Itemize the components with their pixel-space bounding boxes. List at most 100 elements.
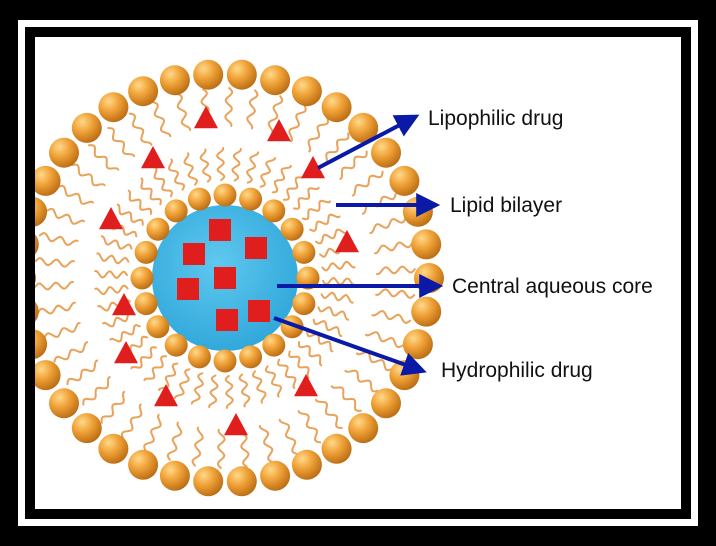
lipid-tail [297, 410, 322, 444]
hydrophilic-drugs [177, 219, 270, 331]
outer-lipid-head [414, 263, 444, 293]
inner-lipid-head [130, 266, 154, 290]
lipid-tail [130, 346, 157, 370]
outer-lipid-head [159, 460, 190, 491]
lipid-tail [315, 228, 348, 245]
lipid-tail [35, 281, 74, 291]
inner-lipid-head [262, 199, 286, 223]
outer-lipid-head [35, 197, 48, 227]
lipid-tail [143, 413, 162, 452]
lipophilic-drug-triangle [194, 106, 218, 129]
outer-lipid-head [226, 59, 257, 90]
outer-lipid-head [35, 360, 61, 391]
inner-lipid-head [146, 217, 170, 241]
inner-lipid-head [187, 187, 211, 211]
outer-lipid-head [226, 466, 257, 497]
outer-lipid-head [35, 272, 36, 284]
outer-lipid-head [35, 165, 61, 196]
lipid-tail [375, 288, 416, 299]
hydrophilic-drug-square [209, 219, 231, 241]
lipid-tail [35, 257, 75, 268]
lipid-tail [176, 93, 192, 131]
hydrophilic-drug-square [248, 300, 270, 322]
lipid-tail [152, 101, 172, 138]
lipid-tail [167, 158, 186, 191]
lipid-tail [94, 284, 129, 296]
lipid-tail [224, 87, 234, 128]
lipid-tail [231, 147, 242, 182]
lipid-tail [120, 403, 143, 440]
lipid-tail [356, 351, 393, 372]
lipid-tail [190, 372, 204, 405]
lipid-tail [293, 186, 320, 210]
lipid-tail [71, 163, 106, 187]
outer-lipid-head [260, 65, 291, 96]
inner-lipid-head [146, 315, 170, 339]
outer-lipid-head [389, 165, 420, 196]
lipid-tail [38, 232, 79, 246]
inner-lipid-head [296, 266, 320, 290]
lipid-tail [259, 157, 276, 188]
lipid-tail [46, 207, 85, 225]
outer-lipid-heads [35, 59, 444, 497]
outer-lipid-head [411, 296, 442, 327]
lipid-tail [246, 151, 260, 184]
lipophilic-drug-triangle [112, 293, 136, 316]
lipid-tail [369, 217, 407, 235]
lipophilic-drug-triangle [99, 207, 123, 230]
label-lipid-bilayer: Lipid bilayer [450, 194, 562, 217]
label-hydrophilic-drug: Hydrophilic drug [441, 359, 593, 382]
outer-lipid-head [321, 433, 352, 464]
lipid-tail [37, 301, 76, 315]
outer-lipid-head [128, 76, 159, 107]
outer-lipid-head [98, 92, 129, 123]
inner-lipid-head [134, 240, 158, 264]
lipid-tail [344, 369, 379, 393]
outer-lipid-head [193, 466, 224, 497]
lipid-tail [116, 203, 144, 226]
inner-lipid-head [239, 345, 263, 369]
inner-lipid-head [164, 333, 188, 357]
lipid-tail [330, 385, 362, 412]
outer-lipid-head [260, 460, 291, 491]
hydrophilic-drug-square [216, 309, 238, 331]
inner-lipid-head [213, 183, 237, 207]
outer-lipid-head [35, 329, 48, 359]
lipid-tail [100, 235, 133, 250]
outer-lipid-head [348, 112, 379, 143]
outer-lipid-head [128, 449, 159, 480]
lipid-tail [88, 144, 120, 171]
hydrophilic-drug-square [183, 243, 205, 265]
inner-lipid-head [134, 292, 158, 316]
lipid-tail [309, 213, 341, 232]
lipid-tail [301, 199, 332, 221]
label-lipophilic-drug: Lipophilic drug [428, 107, 563, 130]
lipid-tail [66, 359, 99, 386]
lipid-tail [271, 164, 292, 194]
inner-lipid-head [164, 199, 188, 223]
lipid-tail [339, 150, 368, 180]
inner-lipid-heads [130, 183, 320, 373]
lipid-tail [371, 310, 412, 324]
inner-lipid-head [292, 240, 316, 264]
lipid-tail [251, 370, 267, 404]
lipid-tail [127, 189, 153, 215]
inner-lipid-head [239, 187, 263, 211]
lipid-tail [307, 116, 330, 153]
outer-lipid-head [291, 76, 322, 107]
inner-lipid-head [262, 333, 286, 357]
lipid-tail [94, 270, 128, 279]
lipid-tail [224, 374, 234, 409]
lipid-tail [183, 152, 199, 186]
lipid-tail [109, 324, 141, 343]
outer-lipid-head [402, 196, 433, 227]
lipid-tail [321, 260, 356, 272]
outer-lipid-head [49, 388, 79, 419]
outer-lipid-head [35, 301, 39, 322]
outer-lipid-head [291, 449, 322, 480]
outer-lipid-head [402, 329, 433, 360]
outer-lipid-head [371, 137, 401, 168]
lipid-tail [191, 426, 204, 467]
lipid-tail [107, 127, 136, 158]
outer-lipid-head [371, 388, 401, 419]
